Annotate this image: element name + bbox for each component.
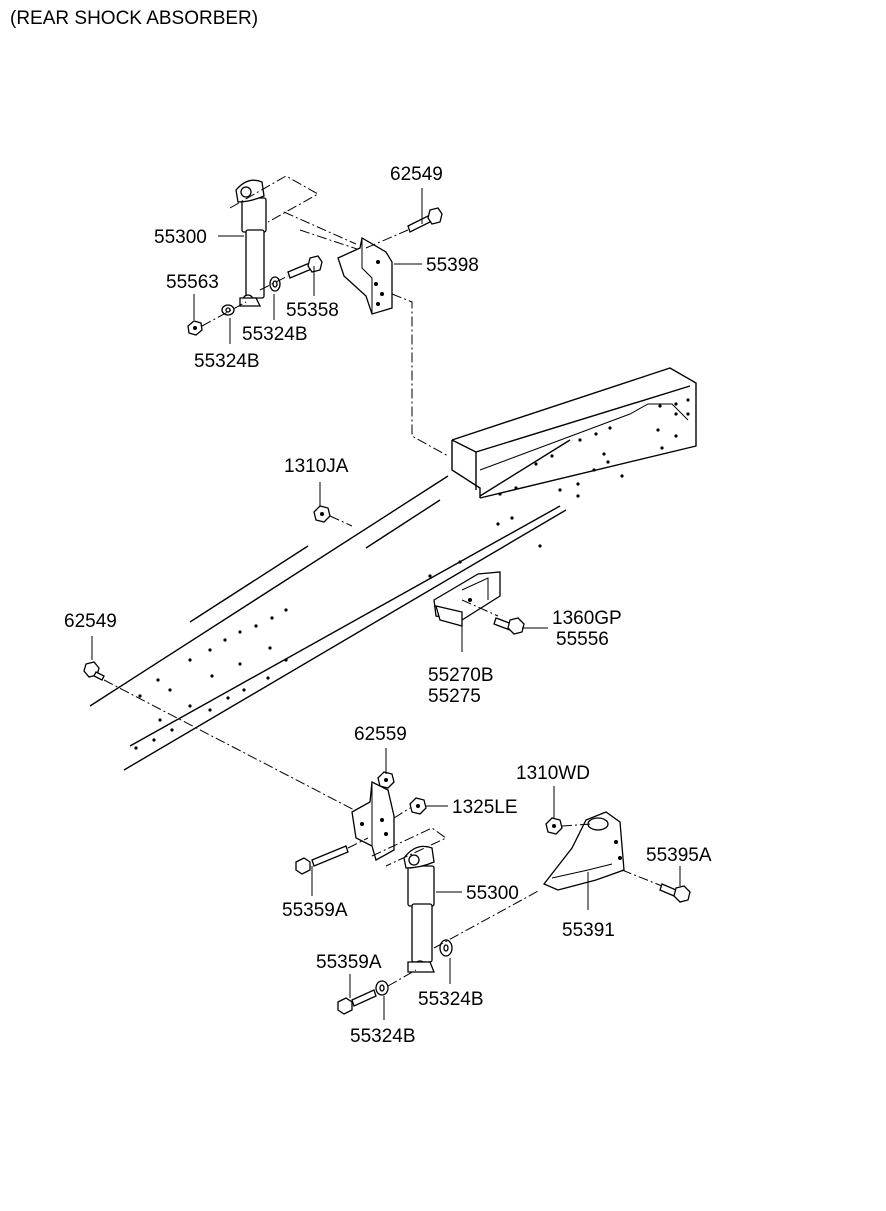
bracket-55391 [542,811,625,891]
label-55324B-upper-left: 55324B [194,351,260,372]
nut-1325LE [409,797,427,815]
label-55270B: 55270B [428,665,494,686]
nut-62559 [377,771,395,789]
page-title: (REAR SHOCK ABSORBER) [10,8,259,29]
bolt-62549-left [83,661,105,681]
bolt-55395A [659,883,691,903]
bolt-1360GP [493,617,525,635]
label-55324B-upper-right: 55324B [242,324,308,345]
label-55359A-upper: 55359A [282,900,348,921]
washer-55324B-upper-left [221,304,235,316]
frame-rail [89,367,697,771]
label-62549-upper: 62549 [390,164,443,185]
label-55398: 55398 [426,255,479,276]
label-55300-lower: 55300 [466,883,519,904]
label-1360GP: 1360GP [552,608,622,629]
bolt-55359A-lower [337,989,377,1015]
bracket-55398 [337,236,393,315]
label-62549-left: 62549 [64,611,117,632]
label-1310WD: 1310WD [516,763,590,784]
lower-bracket [351,780,395,861]
bolt-62549-upper [407,207,443,233]
label-55358: 55358 [286,300,339,321]
nut-1310WD [545,817,563,835]
label-62559: 62559 [354,724,407,745]
label-55391: 55391 [562,920,615,941]
nut-55563 [187,320,203,336]
label-55556: 55556 [556,629,609,650]
bolt-55359A-upper [295,845,349,875]
bump-stopper-55270B [433,571,501,627]
label-55324B-lower-left: 55324B [350,1026,416,1047]
bolt-55358 [287,255,323,279]
washer-1310JA [313,505,331,523]
washer-55324B-lower-left [375,980,389,996]
label-55300-upper: 55300 [154,227,207,248]
label-1325LE: 1325LE [452,797,518,818]
washer-55324B-lower-right [439,939,453,957]
rail-holes [134,398,690,750]
label-55395A: 55395A [646,845,712,866]
label-1310JA: 1310JA [284,456,349,477]
label-55359A-lower: 55359A [316,952,382,973]
lower-shock-absorber [403,845,435,973]
upper-shock-absorber [235,179,267,307]
label-55563: 55563 [166,272,219,293]
leader-lines [91,188,681,1020]
label-55275: 55275 [428,686,481,707]
washer-55324B-upper-right [269,276,281,292]
label-55324B-lower-right: 55324B [418,989,484,1010]
